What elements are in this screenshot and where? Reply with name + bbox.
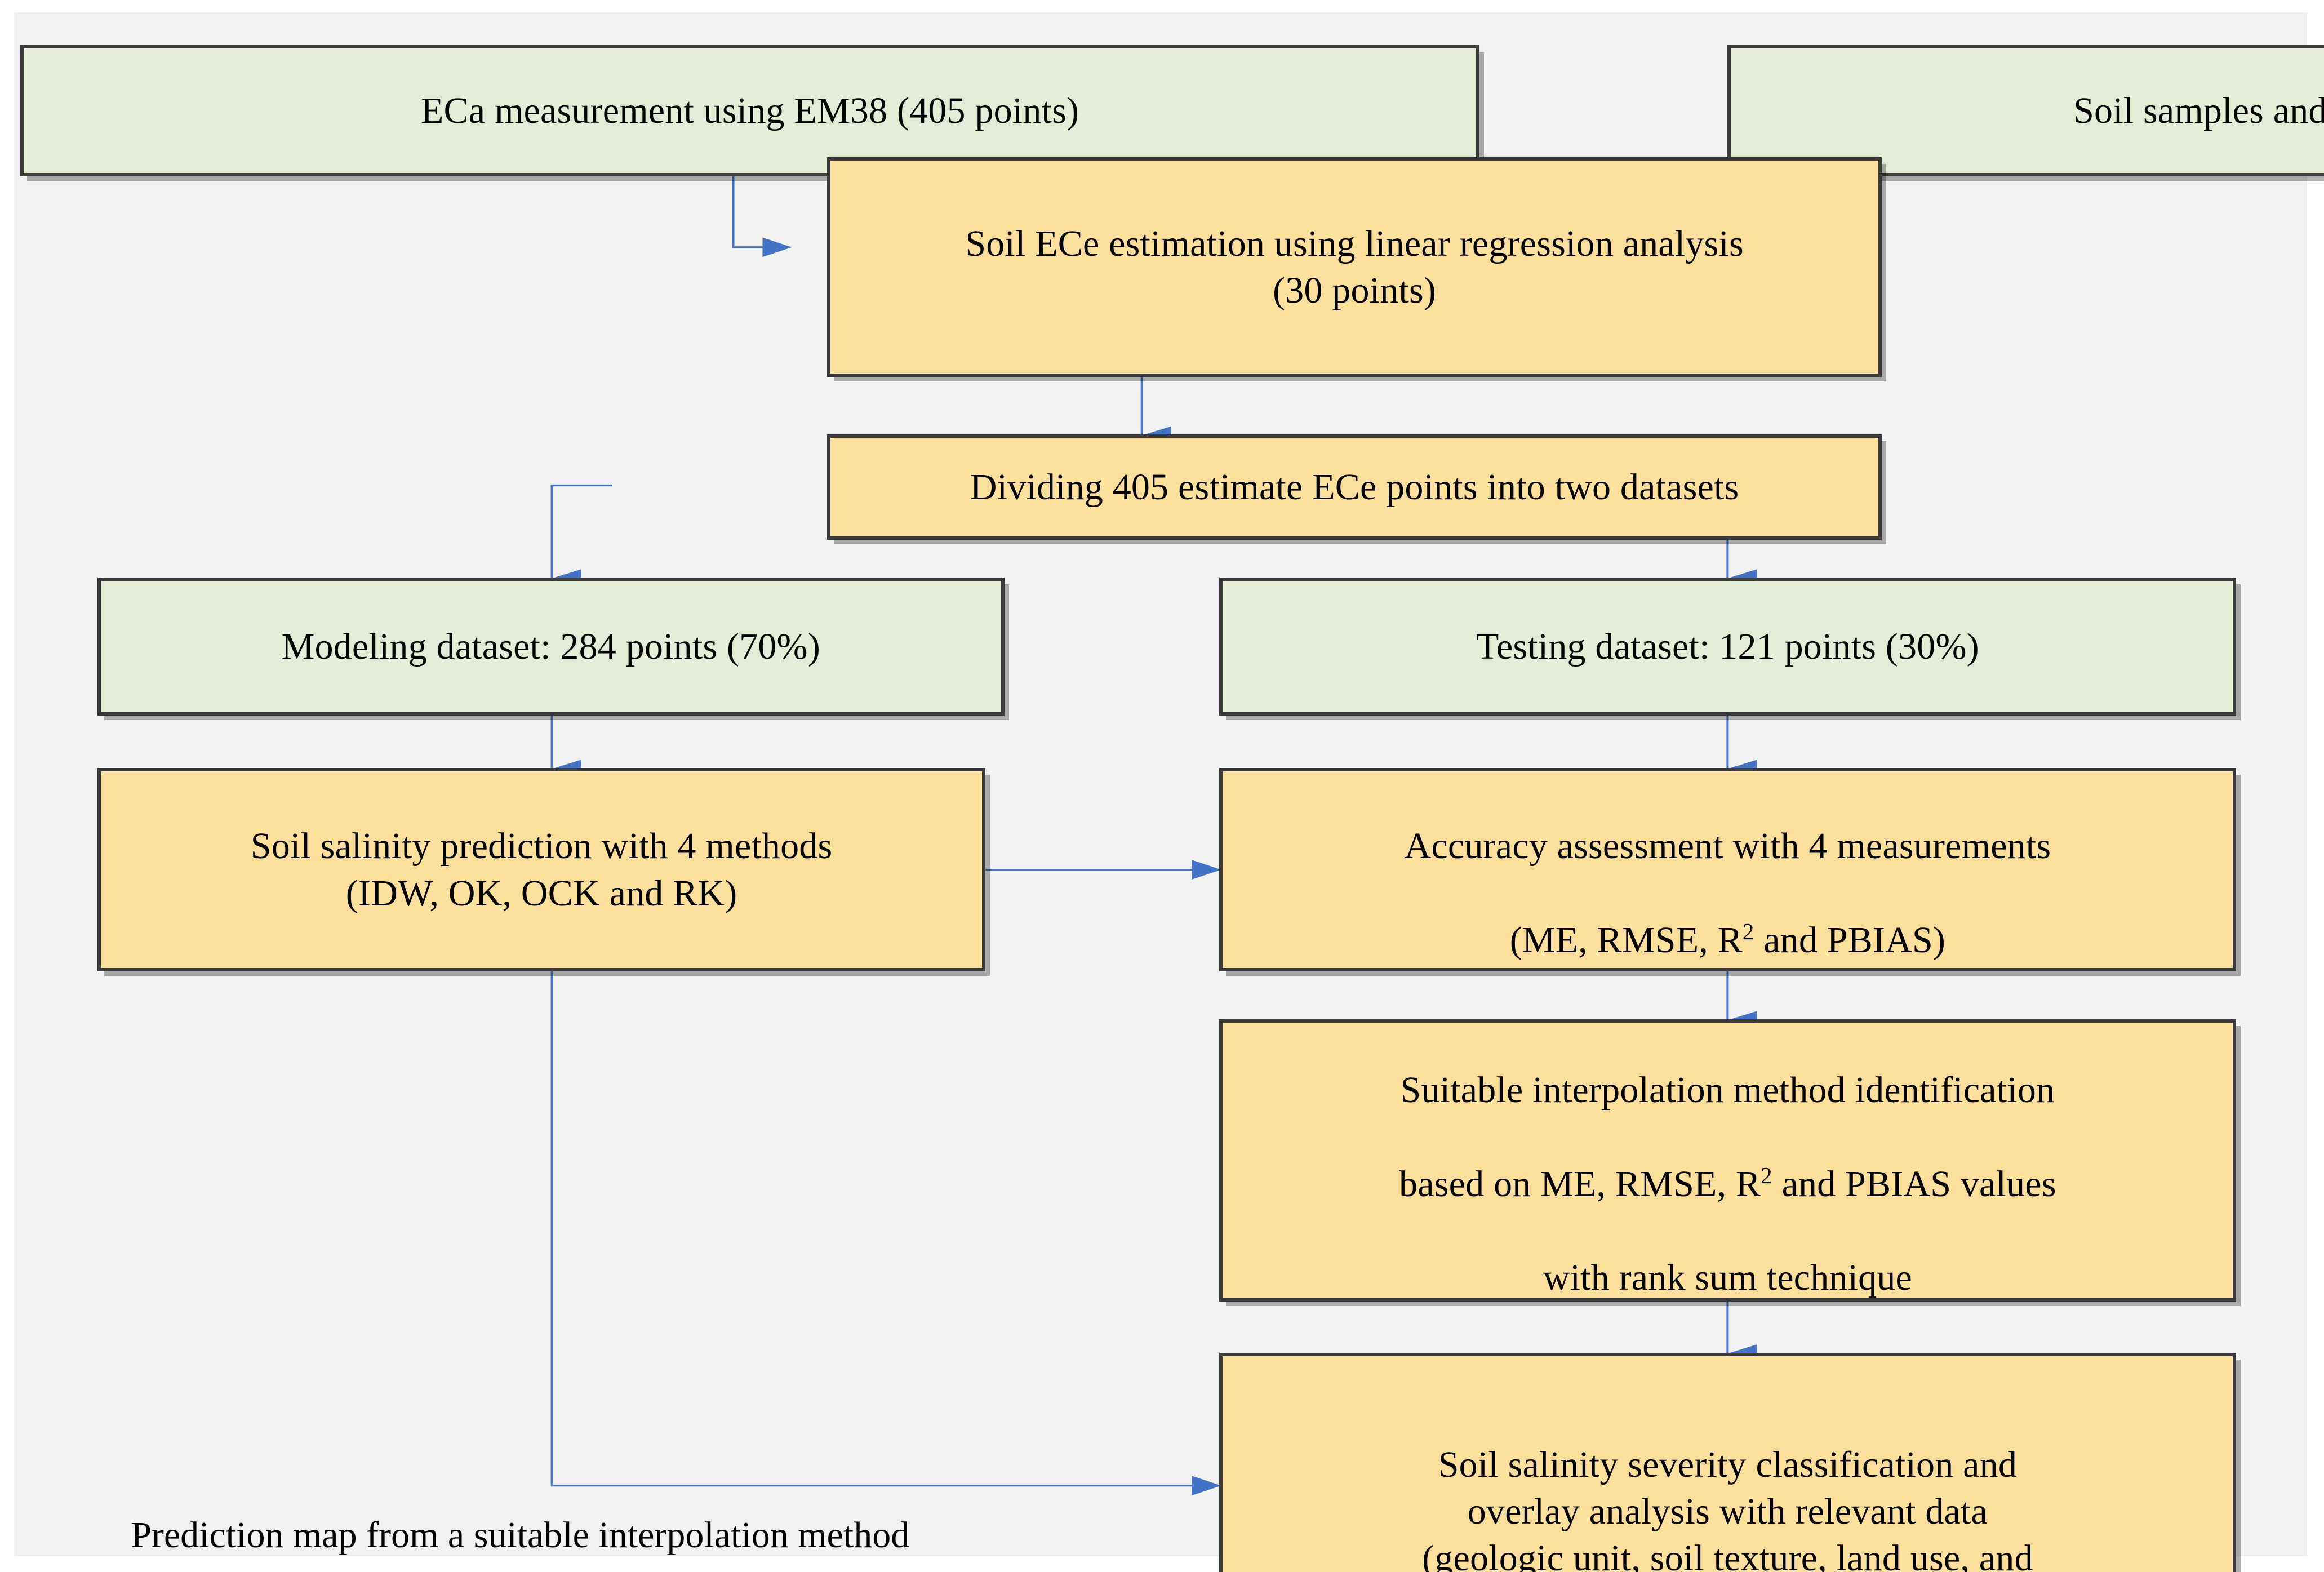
edge-dividing-to-modeling (549, 484, 612, 589)
node-eca-measurement-label: ECa measurement using EM38 (405 points) (421, 90, 1079, 132)
accuracy-line-1: Accuracy assessment with 4 measurements (1404, 825, 2051, 867)
node-salinity-prediction-label: Soil salinity prediction with 4 methods … (250, 825, 833, 914)
identification-line-3: with rank sum technique (1543, 1256, 1913, 1298)
node-method-identification[interactable]: Suitable interpolation method identifica… (1219, 1019, 2237, 1302)
node-ece-estimation-label: Soil ECe estimation using linear regress… (965, 223, 1744, 311)
node-severity-classification-label: Soil salinity severity classification an… (1422, 1444, 2033, 1572)
node-testing-dataset-label: Testing dataset: 121 points (30%) (1476, 625, 1979, 667)
node-dividing-datasets[interactable]: Dividing 405 estimate ECe points into tw… (827, 434, 1882, 540)
flowchart-canvas: ECa measurement using EM38 (405 points) … (14, 12, 2324, 1572)
node-severity-classification[interactable]: Soil salinity severity classification an… (1219, 1352, 2237, 1572)
node-accuracy-assessment[interactable]: Accuracy assessment with 4 measurements … (1219, 767, 2237, 972)
edge-prediction-to-classification (550, 970, 1221, 1495)
accuracy-exponent: 2 (1742, 918, 1754, 944)
identification-line-2-post: and PBIAS values (1772, 1163, 2056, 1205)
node-dividing-datasets-label: Dividing 405 estimate ECe points into tw… (970, 466, 1739, 508)
node-eca-measurement[interactable]: ECa measurement using EM38 (405 points) (20, 45, 1480, 177)
prediction-map-label: Prediction map from a suitable interpola… (131, 1512, 909, 1558)
accuracy-line-2-post: and PBIAS) (1754, 919, 1946, 961)
identification-line-1: Suitable interpolation method identifica… (1400, 1069, 2055, 1111)
node-ece-estimation[interactable]: Soil ECe estimation using linear regress… (827, 157, 1882, 378)
node-soil-samples[interactable]: Soil samples and ECe measurement (30 poi… (1727, 45, 2324, 177)
identification-exponent: 2 (1761, 1162, 1772, 1188)
node-soil-samples-label: Soil samples and ECe measurement (30 poi… (2073, 90, 2324, 132)
edge-eca-to-estimation (732, 173, 792, 257)
identification-line-2-pre: based on ME, RMSE, R (1399, 1163, 1761, 1205)
node-modeling-dataset-label: Modeling dataset: 284 points (70%) (281, 625, 820, 667)
accuracy-line-2-pre: (ME, RMSE, R (1509, 919, 1743, 961)
node-method-identification-label: Suitable interpolation method identifica… (1399, 1020, 2056, 1301)
node-modeling-dataset[interactable]: Modeling dataset: 284 points (70%) (97, 577, 1005, 716)
node-salinity-prediction[interactable]: Soil salinity prediction with 4 methods … (97, 767, 986, 972)
node-accuracy-assessment-label: Accuracy assessment with 4 measurements … (1404, 776, 2051, 963)
prediction-map-text: Prediction map from a suitable interpola… (131, 1515, 910, 1556)
node-testing-dataset[interactable]: Testing dataset: 121 points (30%) (1219, 577, 2237, 716)
